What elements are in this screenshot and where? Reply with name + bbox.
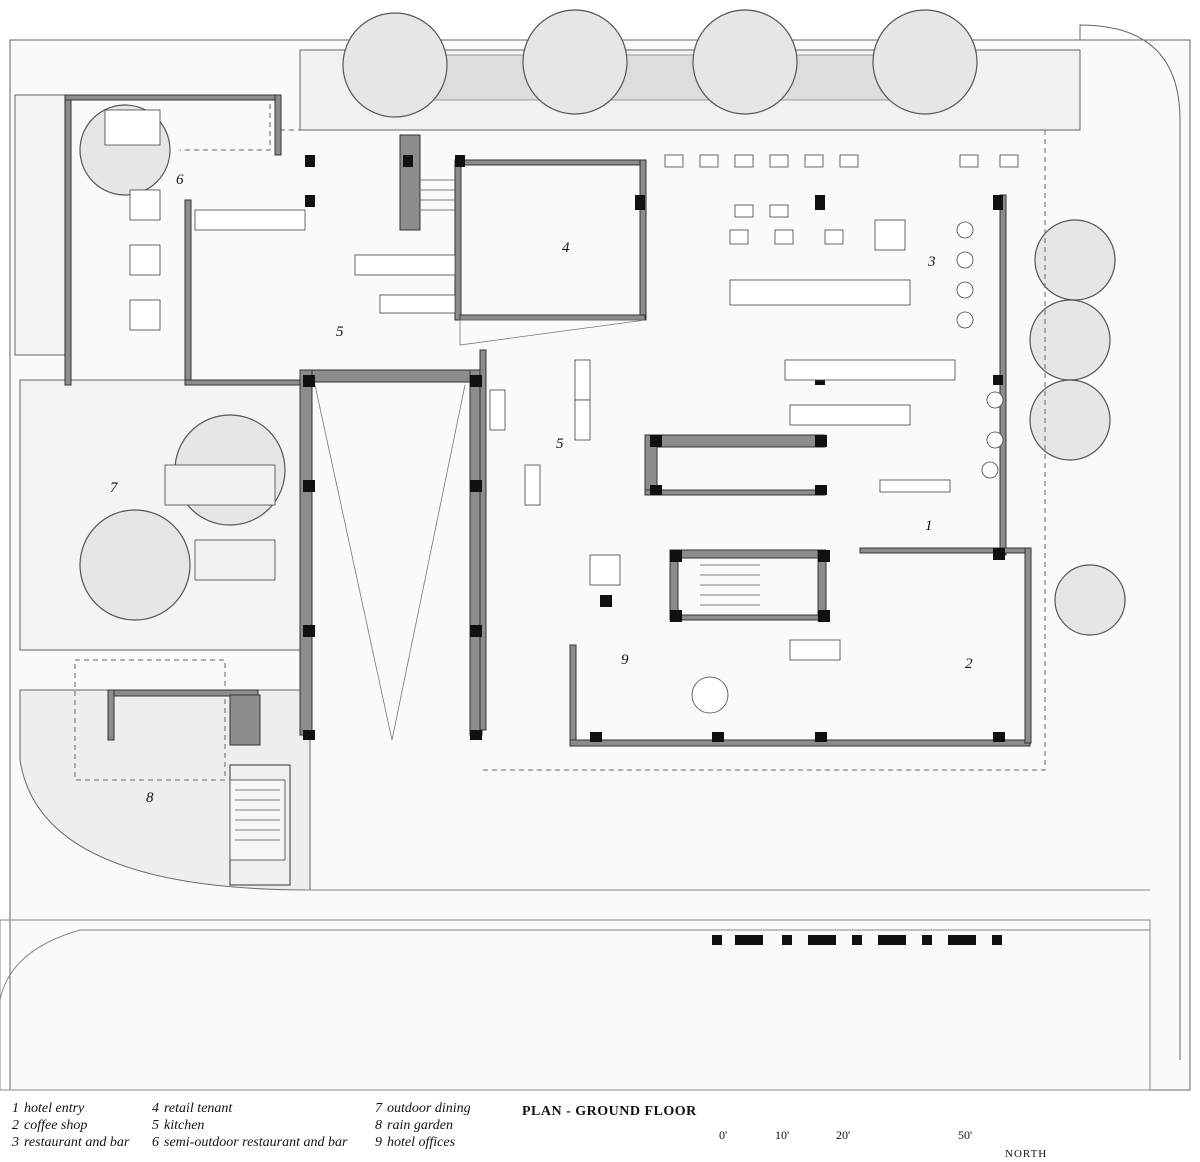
scale-tick-20: 20' [836, 1128, 851, 1142]
street-area [0, 889, 1151, 1091]
furniture [104, 109, 1019, 861]
stairs [235, 179, 760, 841]
room-numbers: 1 2 3 4 5 5 6 7 8 9 [110, 172, 973, 806]
room-marker-4: 4 [562, 240, 570, 256]
room-marker-8: 8 [146, 790, 154, 806]
room-marker-9: 9 [621, 652, 629, 668]
floor-plan: 1 2 3 4 5 5 6 7 8 9 [0, 9, 1191, 1091]
room-marker-3: 3 [927, 254, 936, 270]
room-marker-5a: 5 [336, 324, 344, 340]
north-label: NORTH [1005, 1148, 1048, 1160]
room-marker-1: 1 [925, 518, 933, 534]
room-marker-2: 2 [965, 656, 973, 672]
drive-through [314, 319, 646, 741]
scale-tick-50: 50' [958, 1128, 973, 1142]
room-marker-6: 6 [176, 172, 184, 188]
street-dashes [712, 935, 1002, 945]
room-marker-5b: 5 [556, 436, 564, 452]
scale-tick-10: 10' [775, 1128, 790, 1142]
scale-tick-0: 0' [719, 1128, 728, 1142]
plan-title: PLAN - GROUND FLOOR [522, 1104, 697, 1119]
room-marker-7: 7 [110, 480, 119, 496]
